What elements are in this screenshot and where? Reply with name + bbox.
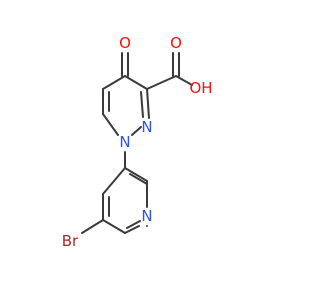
bond-n1-n2 [131,126,142,136]
atom-n-pyridazine-1: N [119,133,130,151]
bond-py-c6-c5 [102,219,126,234]
bond-c5-br [81,219,104,234]
bond-c4-c5 [102,75,126,90]
atom-br: Br [62,232,79,250]
atom-o-ketone: O [119,34,131,52]
bond-py-c4-c3 [102,167,126,195]
bond-py-n-c6b [124,225,140,234]
bond-n2-c3 [146,88,150,119]
molecule-structure: O OH O N N N Br [62,34,213,250]
bond-py-c2-c2-double [129,173,148,185]
bond-carboxyl-oh [175,75,193,86]
bond-c3-c4 [124,75,148,90]
bond-py-n-c6-double [126,220,141,229]
structure-canvas: O OH O N N N Br [61,34,213,250]
bond-c6-n1 [102,113,119,136]
atom-n-pyridazine-2: N [141,118,152,136]
bond-py-c3-c2 [124,167,148,182]
bond-n2-c3-double [140,91,144,118]
atom-o-hydroxyl: OH [189,79,212,97]
atom-n-pyridine: N [141,207,152,225]
bond-c3-carboxyl [146,75,177,90]
atom-o-carbonyl: O [170,34,182,52]
